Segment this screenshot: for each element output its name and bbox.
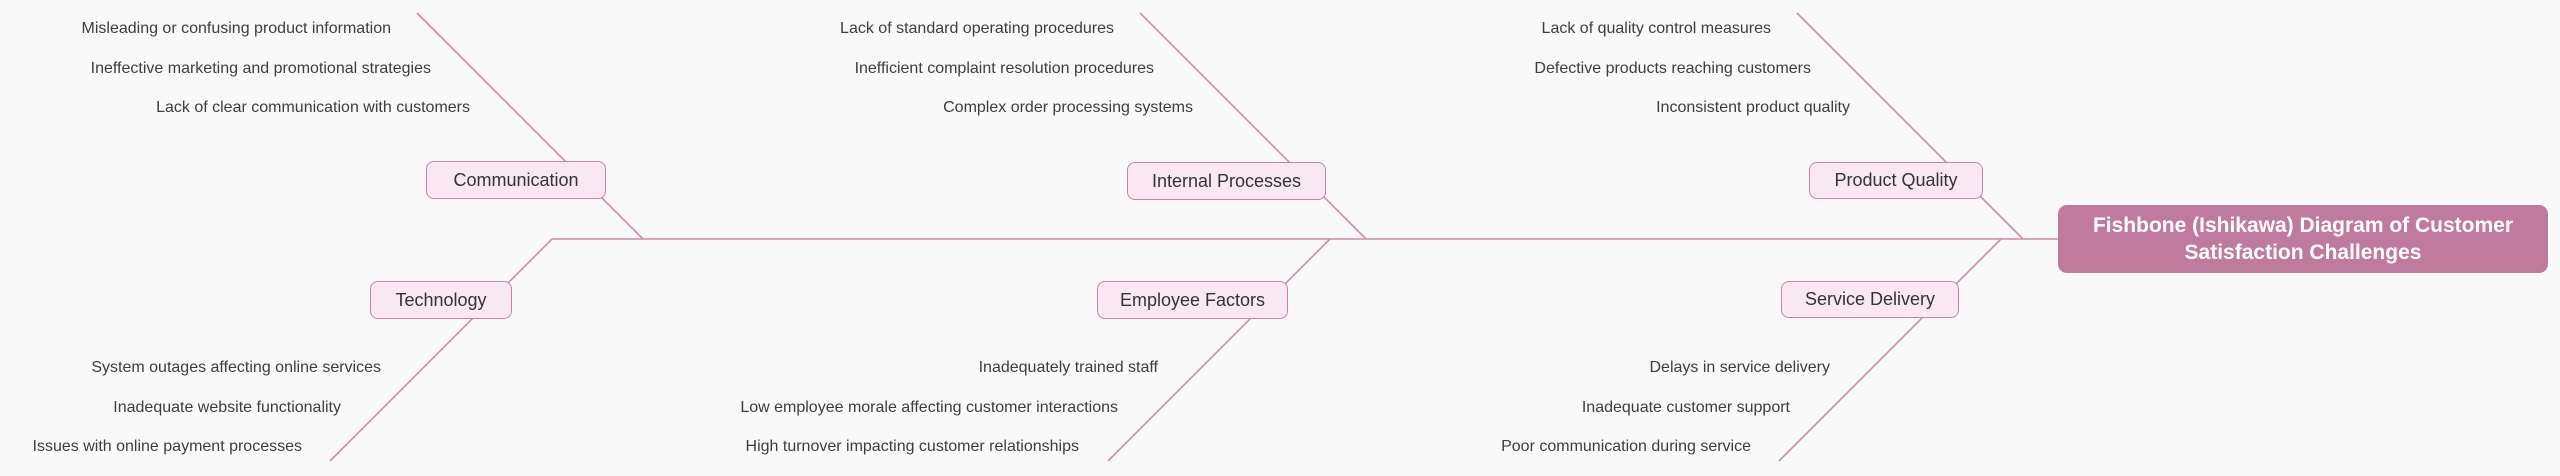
cause-text: Poor communication during service [1501, 438, 1751, 455]
category-box-communication: Communication [426, 161, 606, 199]
cause-text: Inadequately trained staff [978, 359, 1158, 376]
rib-top-communication [416, 12, 644, 240]
category-label: Technology [395, 289, 487, 310]
cause-text: Lack of standard operating procedures [840, 20, 1114, 37]
category-box-technology: Technology [370, 281, 512, 319]
cause-text: System outages affecting online services [91, 359, 381, 376]
cause-text: Inconsistent product quality [1656, 99, 1850, 116]
category-box-internal-processes: Internal Processes [1127, 162, 1326, 200]
cause-text: Defective products reaching customers [1534, 60, 1811, 77]
category-label: Product Quality [1834, 170, 1958, 190]
category-box-product-quality: Product Quality [1809, 162, 1983, 199]
cause-text: Delays in service delivery [1649, 359, 1830, 376]
category-label: Internal Processes [1151, 170, 1302, 191]
cause-text: Lack of quality control measures [1541, 20, 1771, 37]
cause-text: Inefficient complaint resolution procedu… [854, 60, 1154, 77]
cause-text: Lack of clear communication with custome… [156, 99, 470, 116]
category-label: Communication [453, 169, 579, 190]
category-label: Service Delivery [1804, 289, 1936, 309]
cause-text: Low employee morale affecting customer i… [740, 399, 1118, 416]
cause-text: Inadequate customer support [1581, 399, 1790, 416]
category-box-service-delivery: Service Delivery [1781, 281, 1959, 318]
category-label: Employee Factors [1119, 289, 1266, 310]
diagram-title: Fishbone (Ishikawa) Diagram of Customer … [2092, 214, 2514, 264]
rib-bottom-technology [329, 238, 553, 462]
cause-text: Issues with online payment processes [32, 438, 302, 455]
rib-top-internal-processes [1139, 12, 1367, 240]
cause-text: Misleading or confusing product informat… [81, 20, 392, 37]
cause-text: Ineffective marketing and promotional st… [90, 60, 431, 77]
rib-top-product-quality [1796, 12, 2024, 240]
rib-bottom-service-delivery [1778, 238, 2002, 462]
cause-text: Inadequate website functionality [113, 399, 341, 416]
diagram-title-box: Fishbone (Ishikawa) Diagram of Customer … [2058, 205, 2548, 273]
cause-text: Complex order processing systems [943, 99, 1193, 116]
cause-text: High turnover impacting customer relatio… [745, 438, 1079, 455]
rib-bottom-employee-factors [1107, 238, 1331, 462]
category-box-employee-factors: Employee Factors [1097, 281, 1288, 319]
